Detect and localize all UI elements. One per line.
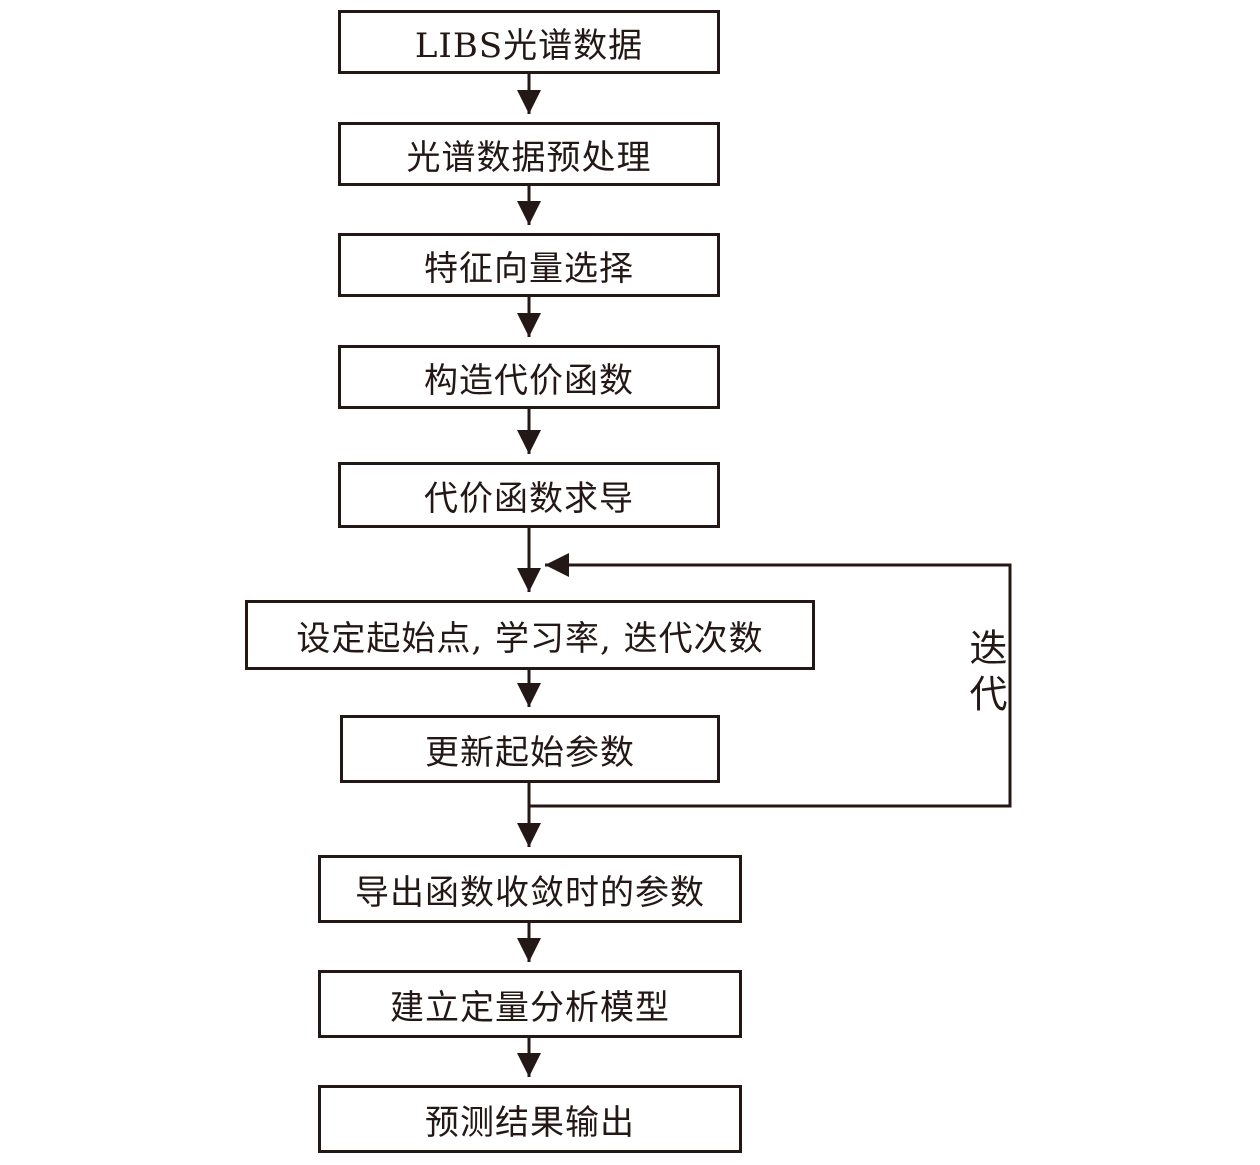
iteration-loop-label: 迭代	[963, 628, 1007, 720]
node-build-quantitative-model: 建立定量分析模型	[318, 970, 742, 1038]
node-spectral-preprocessing: 光谱数据预处理	[338, 122, 720, 186]
node-cost-function-derivative: 代价函数求导	[338, 462, 720, 528]
node-prediction-output: 预测结果输出	[318, 1085, 742, 1153]
node-libs-spectral-data: LIBS光谱数据	[338, 10, 720, 74]
node-update-start-parameters: 更新起始参数	[340, 715, 720, 783]
node-construct-cost-function: 构造代价函数	[338, 345, 720, 409]
node-feature-vector-selection: 特征向量选择	[338, 233, 720, 297]
node-export-converged-parameters: 导出函数收敛时的参数	[318, 855, 742, 923]
node-set-start-point-learning-rate-iterations: 设定起始点, 学习率, 迭代次数	[245, 600, 815, 670]
